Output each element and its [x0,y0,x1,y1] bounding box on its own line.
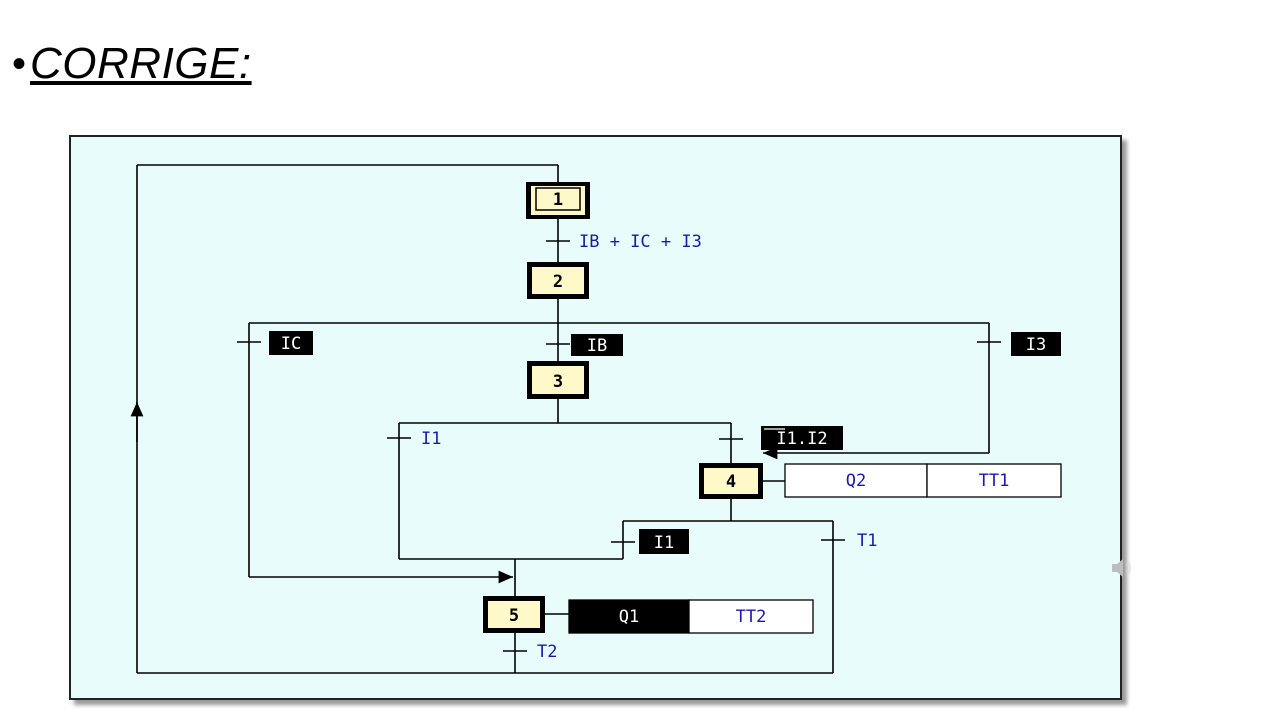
action-tt2: TT2 [736,607,767,627]
slide-title: • CORRIGE: [12,34,252,94]
step-3-number: 3 [553,372,563,392]
speaker-icon[interactable] [1110,557,1134,579]
bullet: • [12,42,27,86]
action-q2: Q2 [846,471,866,491]
transition-label-i1: I1 [421,429,441,449]
step-5-actions: Q1 TT2 [568,599,814,634]
connection-lines [136,164,990,674]
svg-text:IC: IC [281,334,301,354]
page-title: CORRIGE: [30,39,252,88]
transition-label-i3: I3 [1011,332,1061,356]
action-tt1: TT1 [979,471,1010,491]
step-4: 4 [699,463,763,499]
transition-ticks [237,240,1001,652]
step-4-actions: Q2 TT1 [784,463,1062,498]
svg-text:I1.I2: I1.I2 [776,429,827,449]
step-1: 1 [526,182,590,219]
transition-label-ib: IB [571,334,623,356]
grafcet-diagram: 1 2 3 4 5 Q2 T [69,135,1122,700]
svg-text:I1: I1 [654,533,674,553]
step-2: 2 [527,262,589,299]
svg-text:I3: I3 [1026,335,1046,355]
transition-label-i1-inverted: I1 [639,529,689,554]
step-2-number: 2 [553,272,563,292]
svg-text:IB: IB [587,336,607,356]
transition-label-ib-ic-i3: IB + IC + I3 [579,232,702,252]
transition-label-t2: T2 [537,642,557,662]
grafcet-svg: 1 2 3 4 5 Q2 T [130,164,1062,674]
action-q1: Q1 [619,607,639,627]
step-5: 5 [483,596,545,633]
step-5-number: 5 [509,606,519,626]
transition-label-i1-i2: I1.I2 [761,426,843,450]
transition-label-ic: IC [269,331,313,355]
step-4-number: 4 [726,472,736,492]
step-1-number: 1 [553,190,563,210]
step-3: 3 [527,361,589,399]
transition-label-t1: T1 [857,531,877,551]
